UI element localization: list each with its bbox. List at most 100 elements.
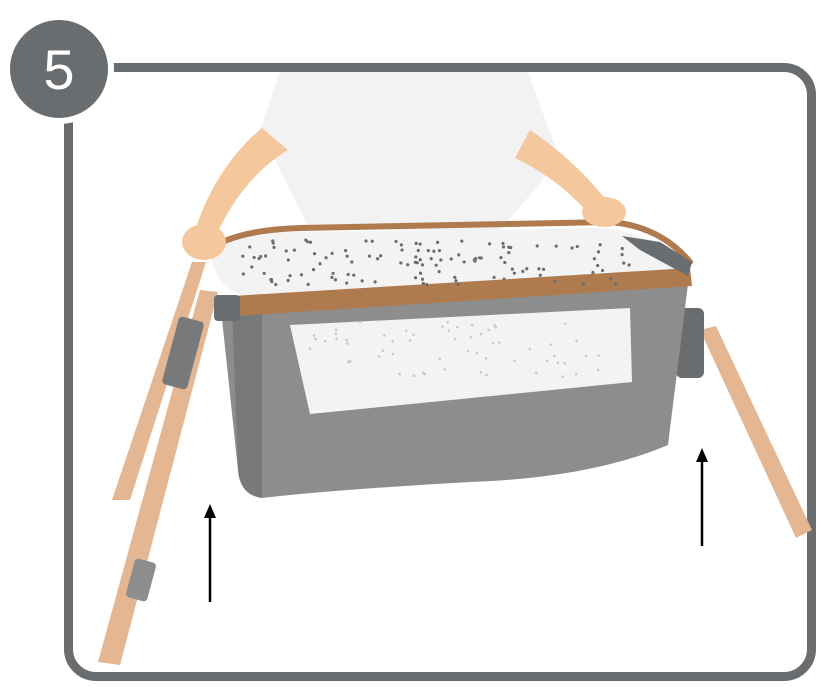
mattress-dot <box>286 278 290 283</box>
left-hand <box>182 224 226 260</box>
mattress-dot <box>292 248 297 252</box>
mesh-dot <box>391 352 395 356</box>
rim-back <box>205 218 693 265</box>
mattress-dot <box>507 251 511 255</box>
mesh-dot <box>575 339 578 343</box>
mattress-dot <box>609 277 613 281</box>
mesh-dot <box>408 339 412 342</box>
mattress-dot <box>570 246 574 250</box>
mattress-dot <box>413 276 418 280</box>
mesh-dot <box>475 351 479 355</box>
mattress-dot <box>592 257 596 261</box>
mesh-dot <box>335 337 338 341</box>
mattress-dot <box>272 245 276 249</box>
mattress-dot <box>591 270 595 275</box>
mattress-dot <box>306 282 310 286</box>
step-badge: 5 <box>4 14 114 124</box>
mattress-dot <box>330 251 334 255</box>
mattress-dot <box>345 281 349 285</box>
mesh-dot <box>377 355 381 358</box>
mesh-dot <box>412 374 416 378</box>
mattress-dot <box>554 244 558 248</box>
mattress-dot <box>535 244 539 248</box>
mesh-dot <box>312 334 316 337</box>
mattress-dot <box>627 263 631 267</box>
mattress-dot <box>286 258 290 262</box>
mattress-top <box>212 228 680 298</box>
mesh-dot <box>596 368 600 372</box>
mattress-dot <box>262 271 266 275</box>
mattress-dot <box>400 248 404 252</box>
mattress-dot <box>304 238 308 242</box>
right-leg-clamp <box>676 308 704 378</box>
mesh-dot <box>561 375 564 379</box>
mesh-dot <box>381 349 385 353</box>
mattress-dot <box>345 254 349 258</box>
mesh-dot <box>412 333 415 337</box>
mesh-dot <box>323 340 327 343</box>
mattress-dot <box>499 256 503 260</box>
bassinet-side-shade <box>232 300 262 498</box>
mesh-dot <box>491 341 495 345</box>
mesh-dot <box>497 341 501 344</box>
mattress-dot <box>525 267 529 271</box>
mesh-dot <box>391 340 395 343</box>
mesh-dot <box>456 325 459 329</box>
mesh-dot <box>308 347 312 351</box>
mesh-dot <box>348 359 351 363</box>
mattress-dot <box>541 267 546 271</box>
mattress-dot <box>581 281 585 286</box>
mattress-dot <box>344 249 348 253</box>
rim-front <box>232 268 692 316</box>
mesh-dot <box>422 371 425 375</box>
mattress-dot <box>241 272 245 276</box>
mattress-dot <box>614 282 618 286</box>
mesh-dot <box>404 329 408 333</box>
mattress-dot <box>596 250 601 254</box>
mattress-dot <box>575 244 579 249</box>
mesh-dot <box>479 370 483 374</box>
right-hand <box>582 197 626 227</box>
mesh-dot <box>479 332 483 336</box>
mesh-dot <box>556 361 560 365</box>
mesh-dot <box>564 322 567 325</box>
mattress-dot <box>288 274 292 278</box>
mattress-dot <box>284 249 288 253</box>
mattress-dot <box>413 260 417 264</box>
mesh-dot <box>493 324 496 327</box>
mesh-dots <box>308 320 600 379</box>
left-leg-clamp-lower <box>126 558 156 602</box>
mattress-dot <box>437 248 442 253</box>
mattress-dot <box>360 279 364 283</box>
mesh-dot <box>513 359 516 363</box>
mesh-dot <box>383 334 386 337</box>
mattress-dot <box>352 273 356 277</box>
mattress-dot <box>399 261 403 265</box>
left-leg-clamp <box>162 316 204 390</box>
mesh-dot <box>334 328 338 332</box>
mattress-dot <box>478 256 482 260</box>
mesh-dot <box>534 371 538 375</box>
mattress-dot <box>364 239 368 243</box>
mattress-dot <box>622 261 626 265</box>
mattress-dot <box>420 263 425 267</box>
mattress-dot <box>330 275 334 279</box>
mattress-dot <box>501 241 505 246</box>
mattress-dot <box>416 248 420 253</box>
right-arm <box>515 130 610 215</box>
person-shirt <box>260 72 560 230</box>
mesh-dot <box>484 357 488 360</box>
mattress-dot <box>426 249 430 253</box>
mattress-dot <box>439 258 443 262</box>
mesh-dot <box>485 373 488 377</box>
mesh-dot <box>334 332 338 335</box>
mesh-dot <box>358 320 362 324</box>
rim-corner-right <box>622 236 692 276</box>
right-leg <box>700 326 812 538</box>
mattress-dot <box>406 263 410 267</box>
mesh-dot <box>528 347 532 351</box>
mesh-dot <box>438 357 442 361</box>
mesh-dot <box>470 323 474 327</box>
up-arrow-icon <box>696 448 708 546</box>
